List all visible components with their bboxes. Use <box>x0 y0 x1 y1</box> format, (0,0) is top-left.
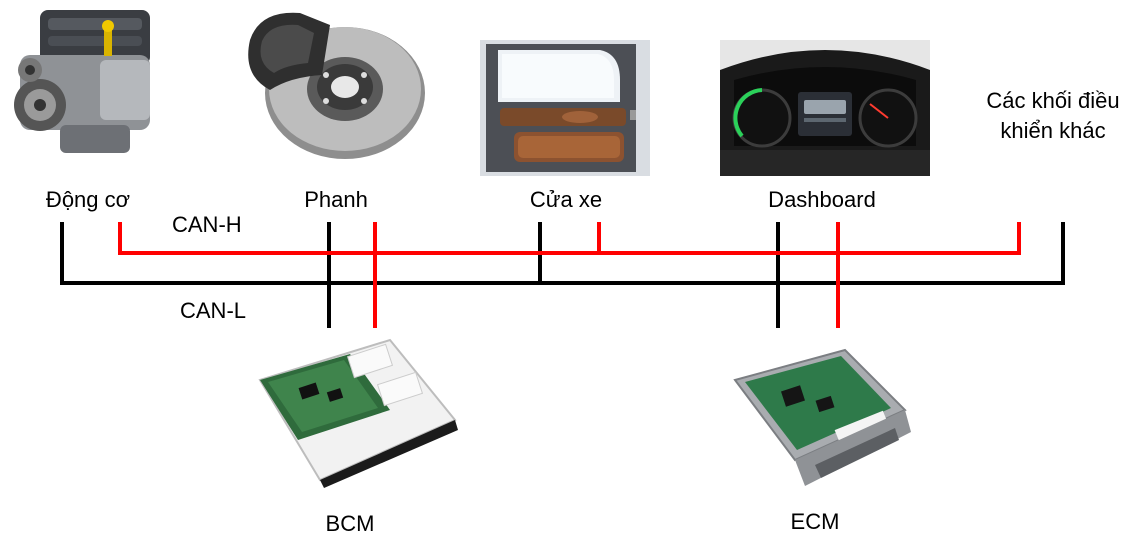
bus-label-can-l: CAN-L <box>180 298 247 323</box>
ecm-module-photo <box>733 348 911 486</box>
car-door-photo <box>480 40 650 176</box>
node-label-brake: Phanh <box>304 187 368 212</box>
node-label-dashboard: Dashboard <box>768 187 876 212</box>
can-h-bus <box>118 222 1021 328</box>
node-label-engine: Động cơ <box>45 187 131 212</box>
node-label-other: Các khối điều khiển khác <box>968 86 1138 146</box>
dashboard-photo <box>720 40 930 176</box>
node-label-other-line2: khiển khác <box>1000 118 1106 143</box>
bcm-module-photo <box>258 338 458 488</box>
engine-photo <box>14 10 150 153</box>
node-label-ecm: ECM <box>790 509 840 534</box>
node-label-other-line1: Các khối điều <box>986 88 1120 113</box>
can-l-bus <box>60 222 1065 328</box>
bus-label-can-h: CAN-H <box>172 212 242 237</box>
node-label-bcm: BCM <box>325 511 375 536</box>
brake-disc-photo <box>248 12 425 159</box>
node-label-door: Cửa xe <box>529 187 603 212</box>
